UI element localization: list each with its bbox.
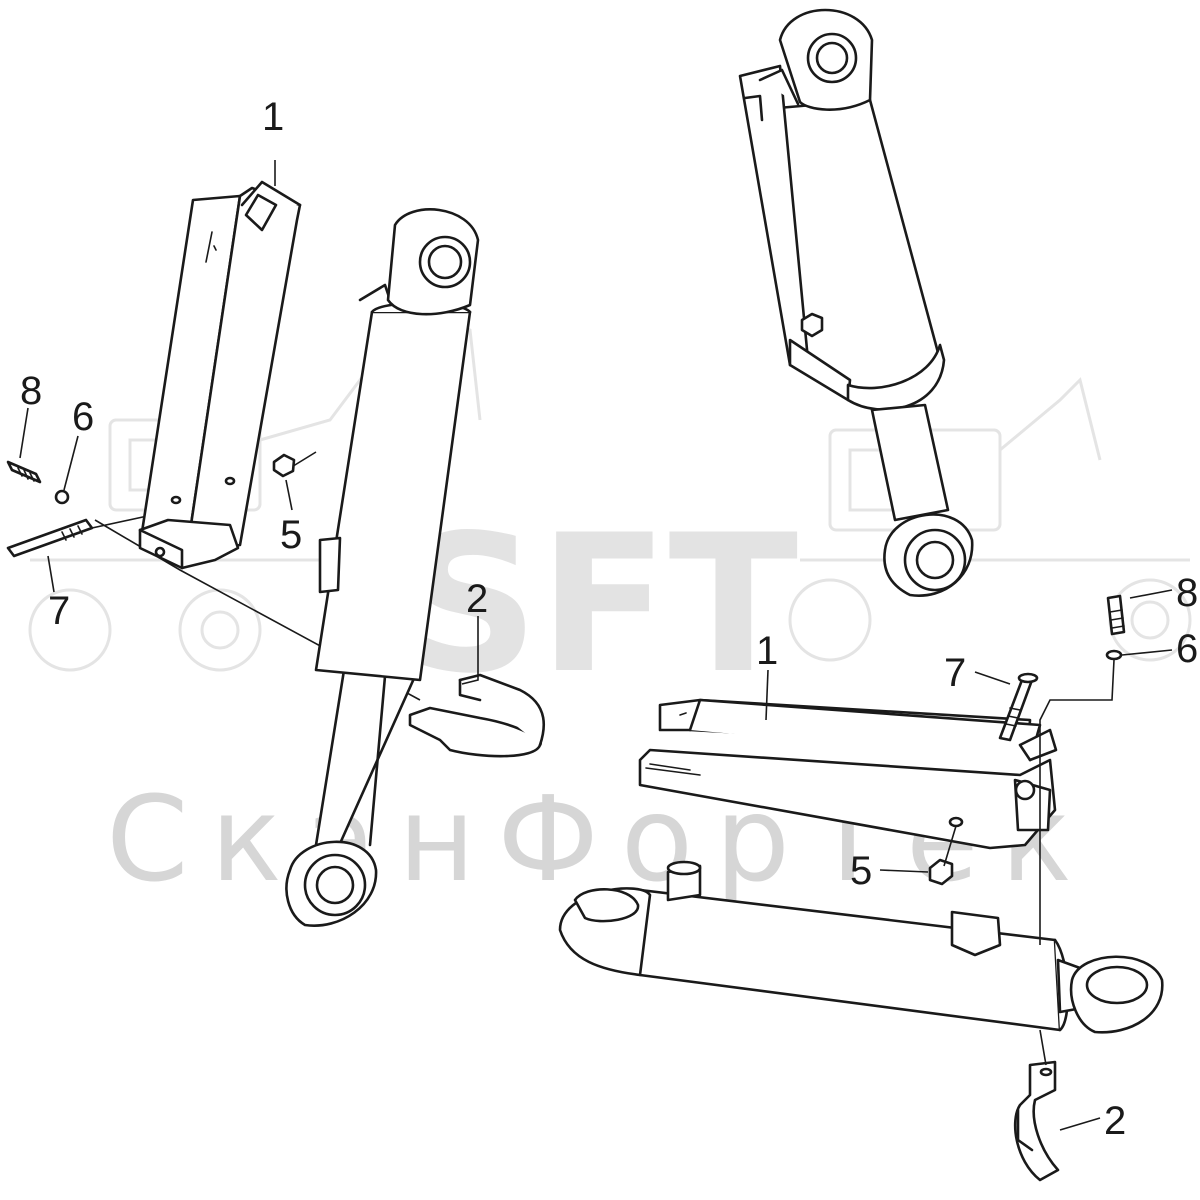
left-callout-2: 2 bbox=[466, 577, 488, 621]
right-long-bolt bbox=[998, 672, 1039, 742]
left-bracket bbox=[138, 180, 302, 570]
left-assembly: 1 2 5 6 7 8 bbox=[6, 95, 546, 927]
right-nut bbox=[928, 858, 954, 886]
left-washer bbox=[54, 489, 70, 505]
right-callout-2: 2 bbox=[1104, 1099, 1126, 1143]
left-callout-8: 8 bbox=[20, 369, 42, 413]
left-nut bbox=[272, 453, 296, 478]
left-bolt bbox=[6, 460, 42, 484]
right-lower-cylinder bbox=[558, 860, 1164, 1034]
right-lower-assembly: 1 2 5 6 7 8 bbox=[558, 571, 1198, 1182]
right-callout-7: 7 bbox=[944, 651, 966, 695]
left-clamp bbox=[408, 673, 546, 758]
left-callout-7: 7 bbox=[48, 589, 70, 633]
watermark-tractor-right bbox=[788, 377, 1192, 662]
right-upper-cylinder bbox=[738, 8, 974, 597]
left-callout-6: 6 bbox=[72, 395, 94, 439]
right-callout-6: 6 bbox=[1176, 627, 1198, 671]
right-clamp bbox=[1013, 1060, 1060, 1182]
right-callout-1: 1 bbox=[756, 629, 778, 673]
right-assembly-line bbox=[943, 659, 1115, 1066]
left-long-bolt bbox=[6, 518, 94, 558]
right-bracket bbox=[638, 698, 1058, 850]
right-bolt bbox=[1106, 594, 1126, 636]
right-callout-8: 8 bbox=[1176, 571, 1198, 615]
left-hydraulic-cylinder bbox=[285, 208, 480, 927]
right-callout-5: 5 bbox=[850, 849, 872, 893]
right-washer bbox=[1105, 649, 1123, 661]
left-callout-1: 1 bbox=[262, 95, 284, 139]
left-callout-5: 5 bbox=[280, 513, 302, 557]
